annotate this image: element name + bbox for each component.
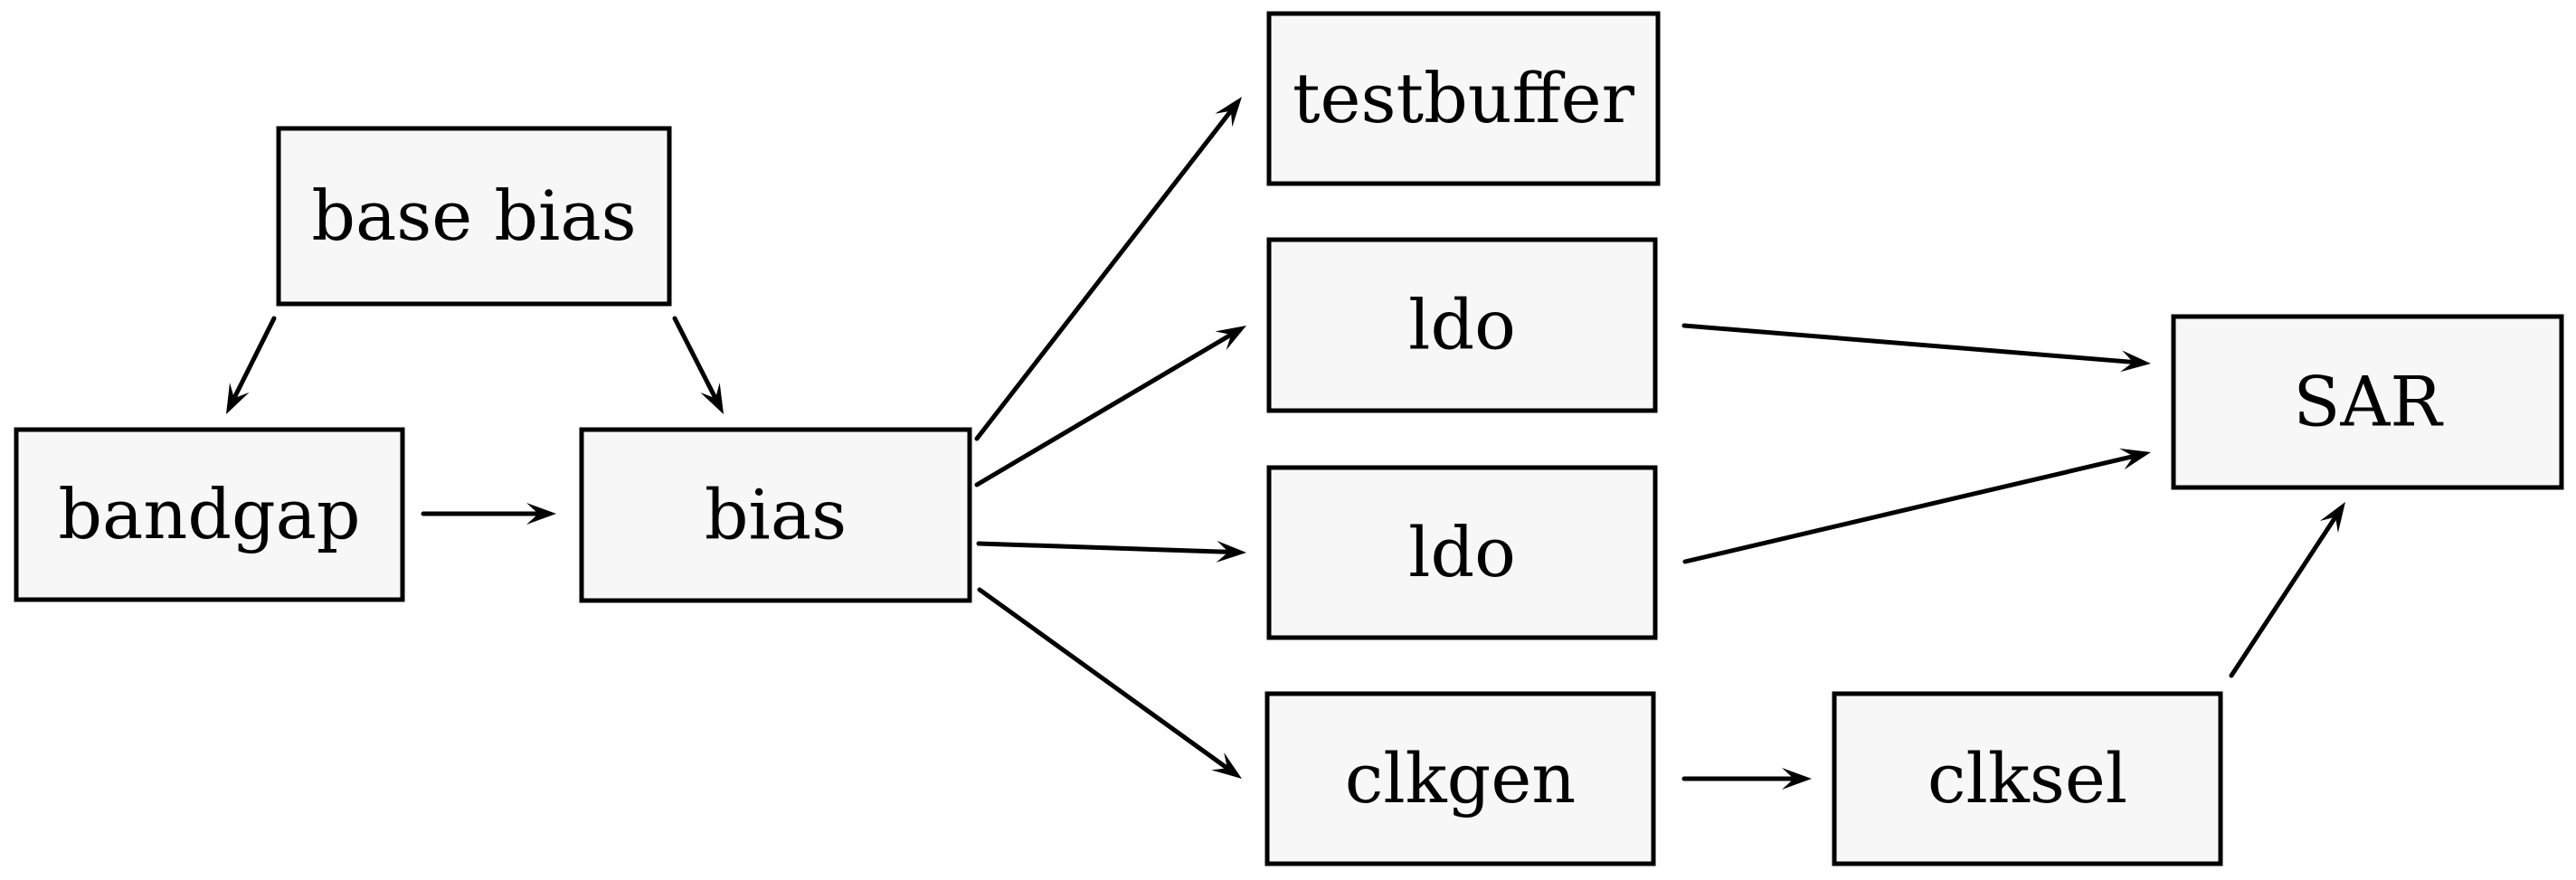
edge-bias-to-clkgen (977, 587, 1242, 779)
node-clksel-box (1832, 691, 2223, 866)
node-bias-label: bias (705, 474, 847, 554)
node-ldo-1-label: ldo (1408, 284, 1516, 364)
node-bias: bias (579, 427, 972, 603)
arrowhead-icon (1215, 97, 1242, 128)
node-clksel: clksel (1832, 691, 2223, 866)
arrowhead-icon (2119, 448, 2151, 470)
node-clksel-label: clksel (1927, 738, 2127, 818)
node-bandgap-box (14, 427, 405, 602)
arrowhead-icon (1211, 752, 1242, 779)
edge-shaft (1682, 453, 2138, 564)
node-testbuffer: testbuffer (1266, 11, 1661, 186)
node-base-bias: base bias (276, 126, 672, 307)
edge-bias-to-ldo-2 (976, 540, 1246, 563)
arrowhead-icon (226, 383, 250, 414)
arrowhead-icon (1782, 768, 1812, 790)
edge-bandgap-to-bias (421, 503, 556, 525)
edge-shaft (974, 107, 1235, 441)
arrowhead-icon (526, 503, 556, 525)
node-base-bias-label: base bias (311, 175, 636, 256)
node-sar: SAR (2171, 314, 2564, 490)
edge-clksel-to-sar (2229, 502, 2345, 678)
edge-shaft (2229, 513, 2339, 678)
node-bandgap-label: bandgap (58, 474, 360, 554)
edge-shaft (974, 331, 1236, 487)
node-clkgen: clkgen (1264, 691, 1656, 866)
edge-shaft (231, 316, 277, 402)
node-testbuffer-box (1266, 11, 1661, 186)
edge-clkgen-to-clksel (1681, 768, 1812, 790)
node-clkgen-box (1264, 691, 1656, 866)
node-testbuffer-label: testbuffer (1293, 58, 1635, 138)
node-clkgen-label: clkgen (1345, 738, 1577, 818)
edge-shaft (672, 316, 719, 402)
edge-shaft (977, 587, 1232, 772)
node-ldo-2: ldo (1266, 465, 1658, 640)
edge-ldo-2-to-sar (1682, 448, 2151, 564)
edge-bias-to-testbuffer (974, 97, 1242, 441)
node-ldo-2-box (1266, 465, 1658, 640)
node-ldo-1: ldo (1266, 237, 1658, 413)
edge-base-bias-to-bias (672, 316, 724, 414)
arrowhead-icon (2120, 350, 2151, 373)
arrowhead-icon (1215, 326, 1246, 351)
node-base-bias-box (276, 126, 672, 307)
edge-ldo-1-to-sar (1681, 323, 2151, 373)
node-ldo-2-label: ldo (1408, 512, 1516, 592)
edge-bias-to-ldo-1 (974, 326, 1246, 487)
edge-shaft (1681, 323, 2137, 365)
node-sar-label: SAR (2293, 361, 2444, 441)
edge-base-bias-to-bandgap (226, 316, 277, 414)
node-sar-box (2171, 314, 2564, 490)
edge-shaft (976, 541, 1233, 554)
arrowhead-icon (700, 383, 724, 414)
node-bandgap: bandgap (14, 427, 405, 602)
node-ldo-1-box (1266, 237, 1658, 413)
arrowhead-icon (1216, 540, 1246, 563)
node-bias-box (579, 427, 972, 603)
arrowhead-icon (2319, 502, 2345, 534)
